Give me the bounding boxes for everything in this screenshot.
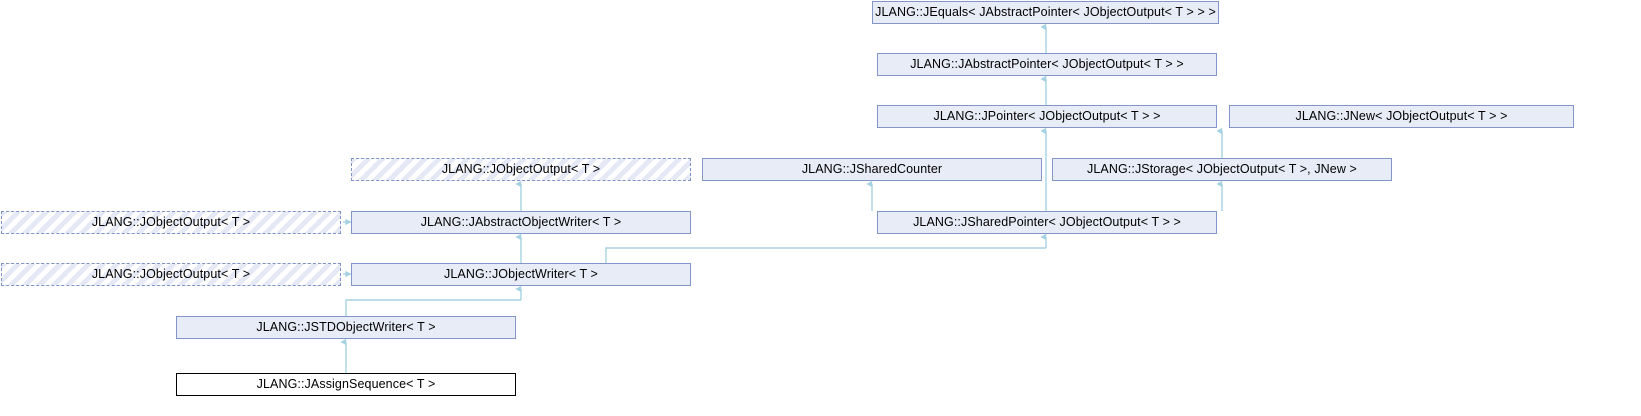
class-node-jobjectoutput-top[interactable]: JLANG::JObjectOutput< T > <box>351 158 691 181</box>
class-node-jsharedcounter[interactable]: JLANG::JSharedCounter <box>702 158 1042 181</box>
edge-jobjectwriter-jsharedpointer <box>605 247 1046 263</box>
class-node-jstdobjectwriter[interactable]: JLANG::JSTDObjectWriter< T > <box>176 316 516 339</box>
class-node-jabstractpointer[interactable]: JLANG::JAbstractPointer< JObjectOutput< … <box>877 53 1217 76</box>
class-node-jobjectwriter[interactable]: JLANG::JObjectWriter< T > <box>351 263 691 286</box>
class-node-jpointer[interactable]: JLANG::JPointer< JObjectOutput< T > > <box>877 105 1217 128</box>
class-node-jobjectoutput-left-1[interactable]: JLANG::JObjectOutput< T > <box>1 211 341 234</box>
class-node-jequals[interactable]: JLANG::JEquals< JAbstractPointer< JObjec… <box>872 1 1219 24</box>
class-node-jassignsequence[interactable]: JLANG::JAssignSequence< T > <box>176 373 516 396</box>
class-node-jsharedpointer[interactable]: JLANG::JSharedPointer< JObjectOutput< T … <box>877 211 1217 234</box>
class-node-jnew[interactable]: JLANG::JNew< JObjectOutput< T > > <box>1229 105 1574 128</box>
edge-jstdobjectwriter-jobjectwriter <box>345 299 521 316</box>
class-node-jabstractobjectwriter[interactable]: JLANG::JAbstractObjectWriter< T > <box>351 211 691 234</box>
class-node-jobjectoutput-left-2[interactable]: JLANG::JObjectOutput< T > <box>1 263 341 286</box>
class-node-jstorage[interactable]: JLANG::JStorage< JObjectOutput< T >, JNe… <box>1052 158 1392 181</box>
